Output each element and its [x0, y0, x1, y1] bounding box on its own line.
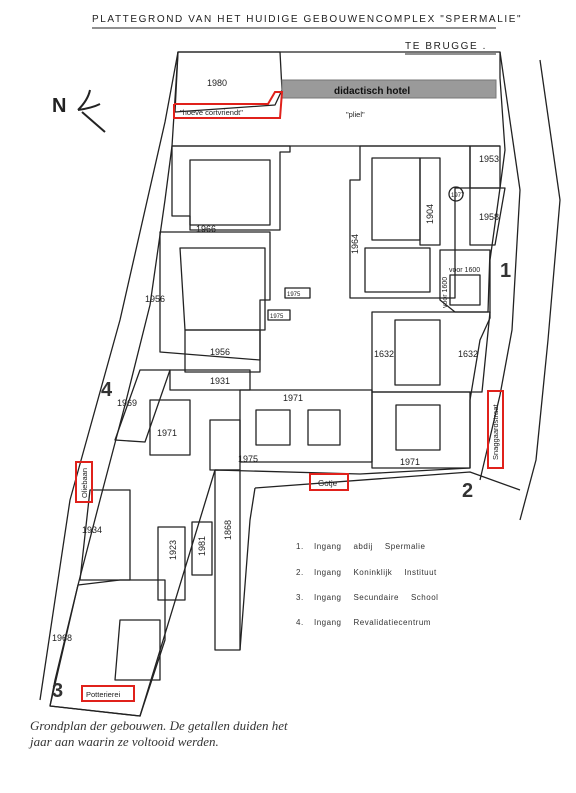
- gotje-highlight: [309, 473, 349, 491]
- year-1969: 1969: [117, 398, 137, 408]
- year-1958: 1958: [479, 212, 499, 222]
- snaggaardstraat-label: Snaggaardstraat: [491, 404, 500, 460]
- gotje-label: Gotje: [318, 479, 338, 488]
- year-1923: 1923: [168, 540, 178, 560]
- year-1971-west: 1971: [157, 428, 177, 438]
- building-1966: [171, 145, 291, 231]
- building-1971-east: [371, 391, 471, 469]
- street-edge-west: [39, 51, 179, 701]
- map-title-line1: PLATTEGROND VAN HET HUIDIGE GEBOUWENCOMP…: [92, 14, 523, 25]
- building-1968-inner: [114, 619, 161, 681]
- year-1931: 1931: [210, 376, 230, 386]
- year-1904: 1904: [425, 204, 435, 224]
- building-1953: [469, 145, 501, 189]
- year-1981: 1981: [197, 536, 207, 556]
- year-1956-west: 1956: [145, 294, 165, 304]
- year-1632-a: 1632: [374, 349, 394, 359]
- year-voor-1600-a: voor 1600: [449, 267, 480, 274]
- year-1968: 1968: [52, 633, 72, 643]
- year-1975-south: 1975: [238, 454, 258, 464]
- year-1980: 1980: [207, 78, 227, 88]
- oliebaan-label: Oliebaan: [80, 468, 89, 498]
- street-edge-east: [479, 51, 521, 481]
- north-arrow-icon: [77, 89, 106, 133]
- year-1632-b: 1632: [458, 349, 478, 359]
- building-1977-circle: [448, 186, 464, 202]
- year-1868: 1868: [223, 520, 233, 540]
- building-1971-middle-right: [307, 409, 341, 446]
- didactisch-hotel-area: [281, 79, 497, 99]
- building-1971-east-inner: [395, 404, 441, 451]
- year-1975-a: 1975: [287, 292, 301, 298]
- street-edge-gotje: [254, 471, 521, 491]
- building-1632-inner: [394, 319, 441, 386]
- building-1968: [49, 579, 166, 717]
- north-label: N: [52, 95, 66, 117]
- potterierei-highlight: [81, 685, 135, 702]
- hoeve-cortvriendt-label: "hoeve cortvriendt": [180, 108, 243, 117]
- street-edge-far-east: [519, 59, 561, 521]
- building-1966-inner: [189, 159, 271, 226]
- building-1958: [469, 187, 506, 246]
- year-1971-east: 1971: [400, 457, 420, 467]
- building-1904: [419, 157, 441, 246]
- map-caption: Grondplan der gebouwen. De getallen duid…: [30, 718, 288, 749]
- year-1934: 1934: [82, 525, 102, 535]
- street-edge-inner: [239, 487, 256, 651]
- building-1956-west: [159, 231, 271, 361]
- building-1934: [79, 489, 131, 581]
- building-1868: [214, 469, 241, 651]
- entrance-1-marker: 1: [500, 260, 511, 282]
- entrance-2-marker: 2: [462, 480, 473, 502]
- complex-outline: [49, 51, 506, 717]
- snaggaardstraat-highlight: [487, 390, 504, 469]
- didactisch-hotel-label: didactisch hotel: [334, 86, 410, 97]
- building-1969: [114, 369, 171, 443]
- potterierei-label: Potterierei: [86, 690, 121, 699]
- entrance-3-marker: 3: [52, 680, 63, 702]
- building-1971-middle: [239, 389, 373, 463]
- entrance-4-marker: 4: [101, 379, 113, 401]
- building-1971-middle-left: [255, 409, 291, 446]
- building-1980: [174, 51, 283, 113]
- year-1956: 1956: [210, 347, 230, 357]
- building-1923: [157, 526, 186, 601]
- box-1975-a: [284, 287, 311, 299]
- year-voor-1600-b: voor 1600: [442, 277, 449, 308]
- building-1975-south: [209, 419, 241, 471]
- hoeve-cortvriendt-highlight: [173, 91, 284, 119]
- building-1964-inner-bottom: [364, 247, 431, 293]
- year-1971-middle: 1971: [283, 393, 303, 403]
- building-1964-inner-top: [371, 157, 421, 241]
- year-1966: 1966: [196, 224, 216, 234]
- pliel-label: "pliel": [346, 110, 365, 119]
- building-voor-1600-inner: [449, 274, 481, 306]
- building-1971-west: [149, 399, 191, 456]
- box-1975-b: [267, 309, 291, 321]
- year-1964: 1964: [350, 234, 360, 254]
- year-1975-b: 1975: [270, 314, 284, 320]
- building-1956: [184, 329, 261, 373]
- building-1956-inner: [179, 247, 266, 331]
- building-1632: [371, 311, 491, 393]
- oliebaan-highlight: [75, 461, 93, 503]
- building-1981: [191, 521, 213, 576]
- map-title-line2: TE BRUGGE .: [405, 41, 488, 52]
- year-1953: 1953: [479, 154, 499, 164]
- year-1977: 1977: [451, 193, 465, 199]
